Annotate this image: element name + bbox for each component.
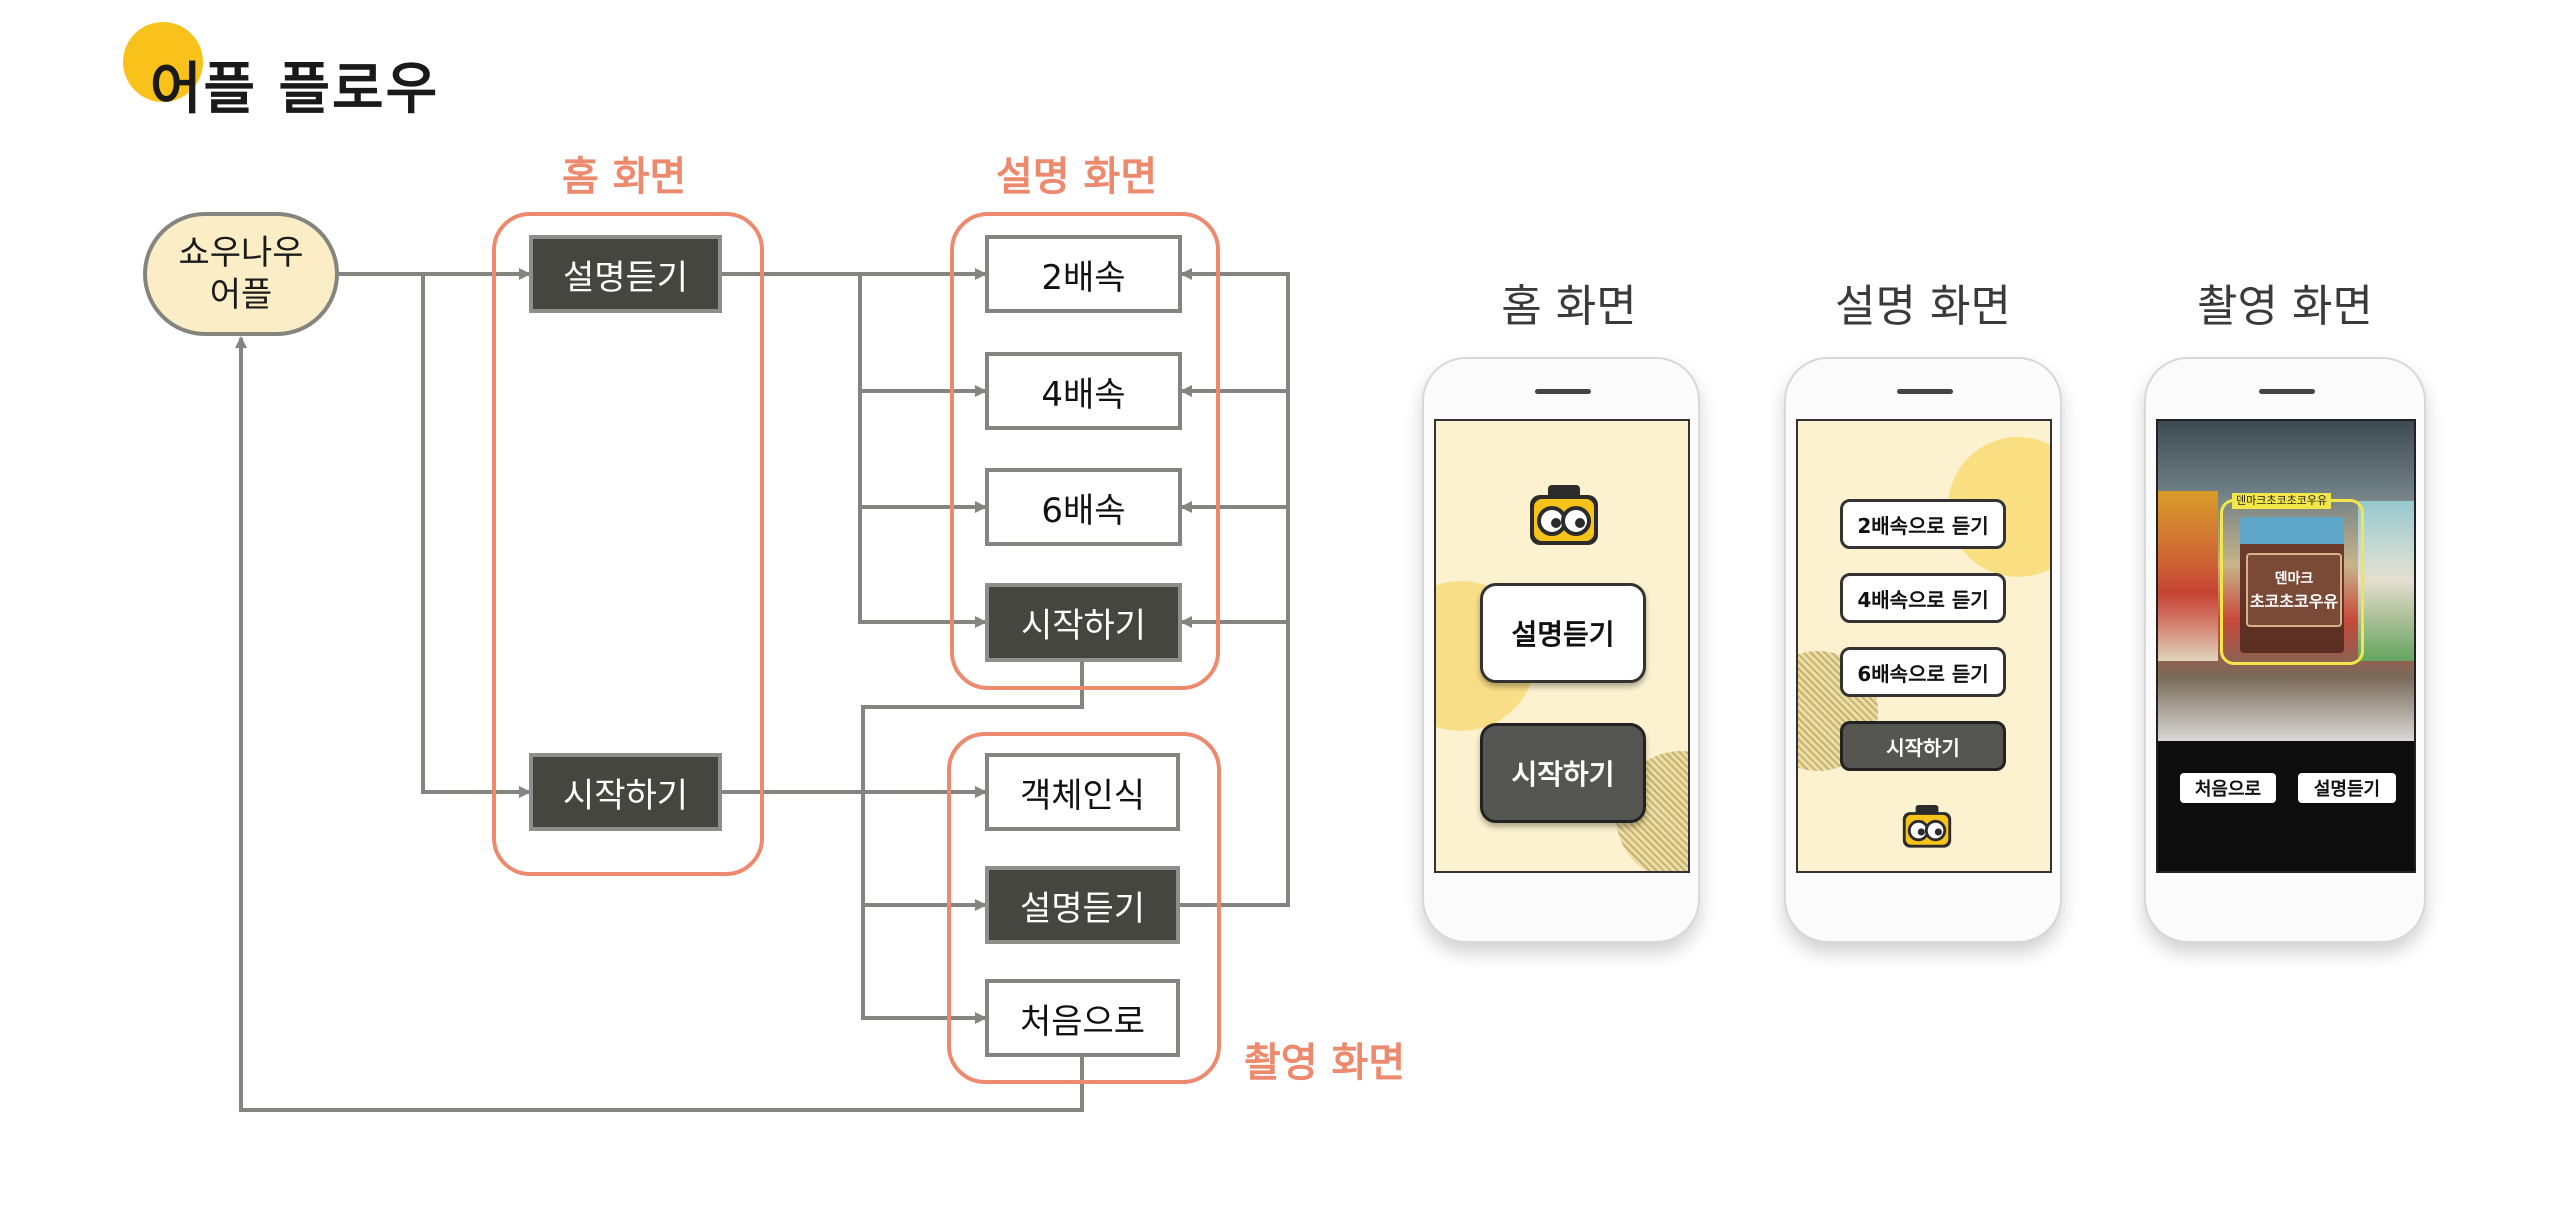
capture-screen-label: 촬영 화면 bbox=[1244, 1040, 1406, 1086]
capture-home-button[interactable]: 처음으로 bbox=[2180, 773, 2276, 803]
phone-speaker bbox=[1535, 389, 1591, 394]
home-screen-group bbox=[492, 212, 764, 876]
capture-listen-button[interactable]: 설명듣기 bbox=[2298, 773, 2396, 803]
capture-screen-group bbox=[947, 732, 1221, 1084]
explain-phone-mockup: 2배속으로 듣기 4배속으로 듣기 6배속으로 듣기 시작하기 bbox=[1784, 357, 2062, 943]
speed2-node: 2배속 bbox=[985, 235, 1182, 313]
speed6-node: 6배속 bbox=[985, 468, 1182, 546]
detection-tag: 덴마크초코초코우유 bbox=[2232, 493, 2332, 509]
speed4-button[interactable]: 4배속으로 듣기 bbox=[1840, 573, 2006, 623]
detection-box bbox=[2220, 499, 2364, 665]
phone-speaker bbox=[2259, 389, 2315, 394]
speed6-button[interactable]: 6배속으로 듣기 bbox=[1840, 647, 2006, 697]
capture-home-node: 처음으로 bbox=[985, 979, 1180, 1057]
explain-phone-heading: 설명 화면 bbox=[1835, 281, 2011, 332]
shelf-product-right bbox=[2358, 501, 2414, 661]
phone-speaker bbox=[1897, 389, 1953, 394]
home-listen-node: 설명듣기 bbox=[529, 235, 722, 313]
milk-carton: 덴마크 초코초코우유 bbox=[2240, 517, 2344, 653]
explain-start-node: 시작하기 bbox=[985, 583, 1182, 662]
speed4-node: 4배속 bbox=[985, 352, 1182, 430]
home-phone-mockup: 설명듣기 시작하기 bbox=[1422, 357, 1700, 943]
object-recognition-node: 객체인식 bbox=[985, 753, 1180, 831]
carton-label: 덴마크 초코초코우유 bbox=[2246, 553, 2342, 627]
camera-eyes-icon bbox=[1526, 483, 1602, 549]
capture-listen-node: 설명듣기 bbox=[985, 866, 1180, 944]
capture-phone-heading: 촬영 화면 bbox=[2197, 281, 2373, 332]
home-phone-heading: 홈 화면 bbox=[1501, 281, 1637, 332]
explain-start-button[interactable]: 시작하기 bbox=[1840, 721, 2006, 771]
start-node-line1: 쇼우나우 bbox=[178, 233, 304, 273]
capture-phone-screen: 덴마크 초코초코우유 덴마크초코초코우유 처음으로 설명듣기 bbox=[2156, 419, 2416, 873]
page-title: 어플 플로우 bbox=[150, 57, 440, 122]
start-node-line2: 어플 bbox=[209, 275, 273, 315]
product-brand: 덴마크 bbox=[2274, 571, 2314, 587]
explain-screen-label: 설명 화면 bbox=[996, 154, 1158, 200]
home-listen-button[interactable]: 설명듣기 bbox=[1480, 583, 1646, 683]
explain-phone-screen: 2배속으로 듣기 4배속으로 듣기 6배속으로 듣기 시작하기 bbox=[1796, 419, 2052, 873]
title-accent-dot bbox=[123, 22, 203, 102]
capture-phone-mockup: 덴마크 초코초코우유 덴마크초코초코우유 처음으로 설명듣기 bbox=[2144, 357, 2426, 943]
explain-screen-group bbox=[950, 212, 1220, 690]
shelf-product-left bbox=[2158, 491, 2218, 661]
home-screen-label: 홈 화면 bbox=[562, 154, 687, 200]
camera-eyes-icon bbox=[1900, 803, 1954, 851]
home-start-button[interactable]: 시작하기 bbox=[1480, 723, 1646, 823]
speed2-button[interactable]: 2배속으로 듣기 bbox=[1840, 499, 2006, 549]
home-phone-screen: 설명듣기 시작하기 bbox=[1434, 419, 1690, 873]
product-name: 초코초코우유 bbox=[2249, 592, 2339, 611]
start-node-app: 쇼우나우 어플 bbox=[143, 212, 339, 336]
camera-preview: 덴마크 초코초코우유 덴마크초코초코우유 bbox=[2158, 421, 2414, 741]
home-start-node: 시작하기 bbox=[529, 753, 722, 831]
